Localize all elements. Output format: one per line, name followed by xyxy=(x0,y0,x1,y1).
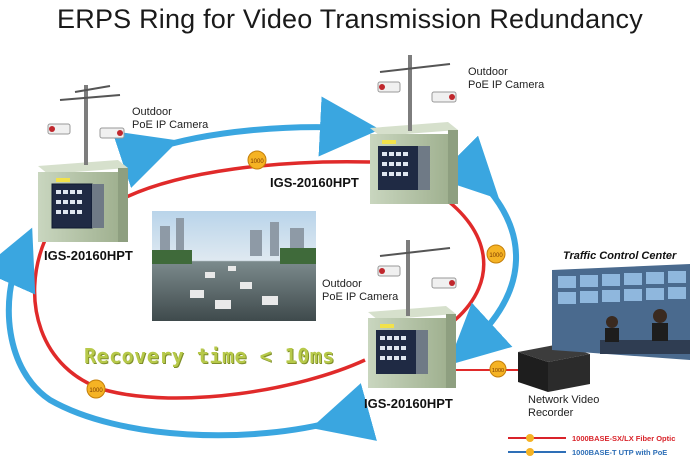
switch-label-top: IGS-20160HPT xyxy=(270,175,359,190)
camera-label-left: Outdoor PoE IP Camera xyxy=(132,106,208,132)
switch-cabinet-left xyxy=(38,160,128,242)
camera-label-left-line1: Outdoor xyxy=(132,106,172,118)
camera-pole-top xyxy=(379,55,451,131)
nvr-label-line1: Network Video xyxy=(528,394,600,406)
badge-4: 1000 xyxy=(489,360,507,378)
camera-pole-bottom xyxy=(379,240,451,316)
redundancy-arrows xyxy=(0,96,520,441)
camera-icon-top-1 xyxy=(377,81,401,93)
camera-icon-bottom-2 xyxy=(431,277,457,289)
badge-1: 1000 xyxy=(247,150,267,170)
recovery-time-text: Recovery time < 10ms xyxy=(84,344,335,368)
badge-3-text: 1000 xyxy=(89,388,103,394)
camera-icon-left-1 xyxy=(47,123,71,135)
camera-label-bottom-line1: Outdoor xyxy=(322,278,362,290)
badge-3: 1000 xyxy=(86,379,106,399)
control-room xyxy=(552,264,690,360)
legend-utp-label: 1000BASE-T UTP with PoE xyxy=(572,448,667,457)
traffic-control-center-label: Traffic Control Center xyxy=(563,250,677,262)
camera-label-bottom: Outdoor PoE IP Camera xyxy=(322,278,398,304)
legend-fiber-label: 1000BASE-SX/LX Fiber Optic xyxy=(572,434,675,443)
nvr-label-line2: Recorder xyxy=(528,407,574,419)
camera-icon-bottom-1 xyxy=(377,265,401,277)
diagram-title: ERPS Ring for Video Transmission Redunda… xyxy=(57,4,643,34)
camera-label-top-line1: Outdoor xyxy=(468,66,508,78)
switch-label-bottom: IGS-20160HPT xyxy=(364,396,453,411)
camera-label-bottom-line2: PoE IP Camera xyxy=(322,291,399,303)
camera-icon-top-2 xyxy=(431,91,457,103)
highway-photo xyxy=(152,211,316,321)
switch-label-left: IGS-20160HPT xyxy=(44,248,133,263)
switch-cabinet-top xyxy=(370,122,458,204)
badge-1-text: 1000 xyxy=(250,159,264,165)
badge-2-text: 1000 xyxy=(489,253,503,259)
badge-4-text: 1000 xyxy=(492,368,504,374)
camera-label-top: Outdoor PoE IP Camera xyxy=(468,66,544,92)
legend: 1000BASE-SX/LX Fiber Optic 1000BASE-T UT… xyxy=(508,434,675,457)
camera-label-top-line2: PoE IP Camera xyxy=(468,79,545,91)
badge-2: 1000 xyxy=(486,244,506,264)
camera-icon-left-2 xyxy=(99,127,125,139)
camera-label-left-line2: PoE IP Camera xyxy=(132,119,209,131)
camera-pole-left xyxy=(59,85,121,165)
switch-cabinet-bottom xyxy=(368,306,456,388)
nvr-label: Network Video Recorder xyxy=(528,394,599,420)
